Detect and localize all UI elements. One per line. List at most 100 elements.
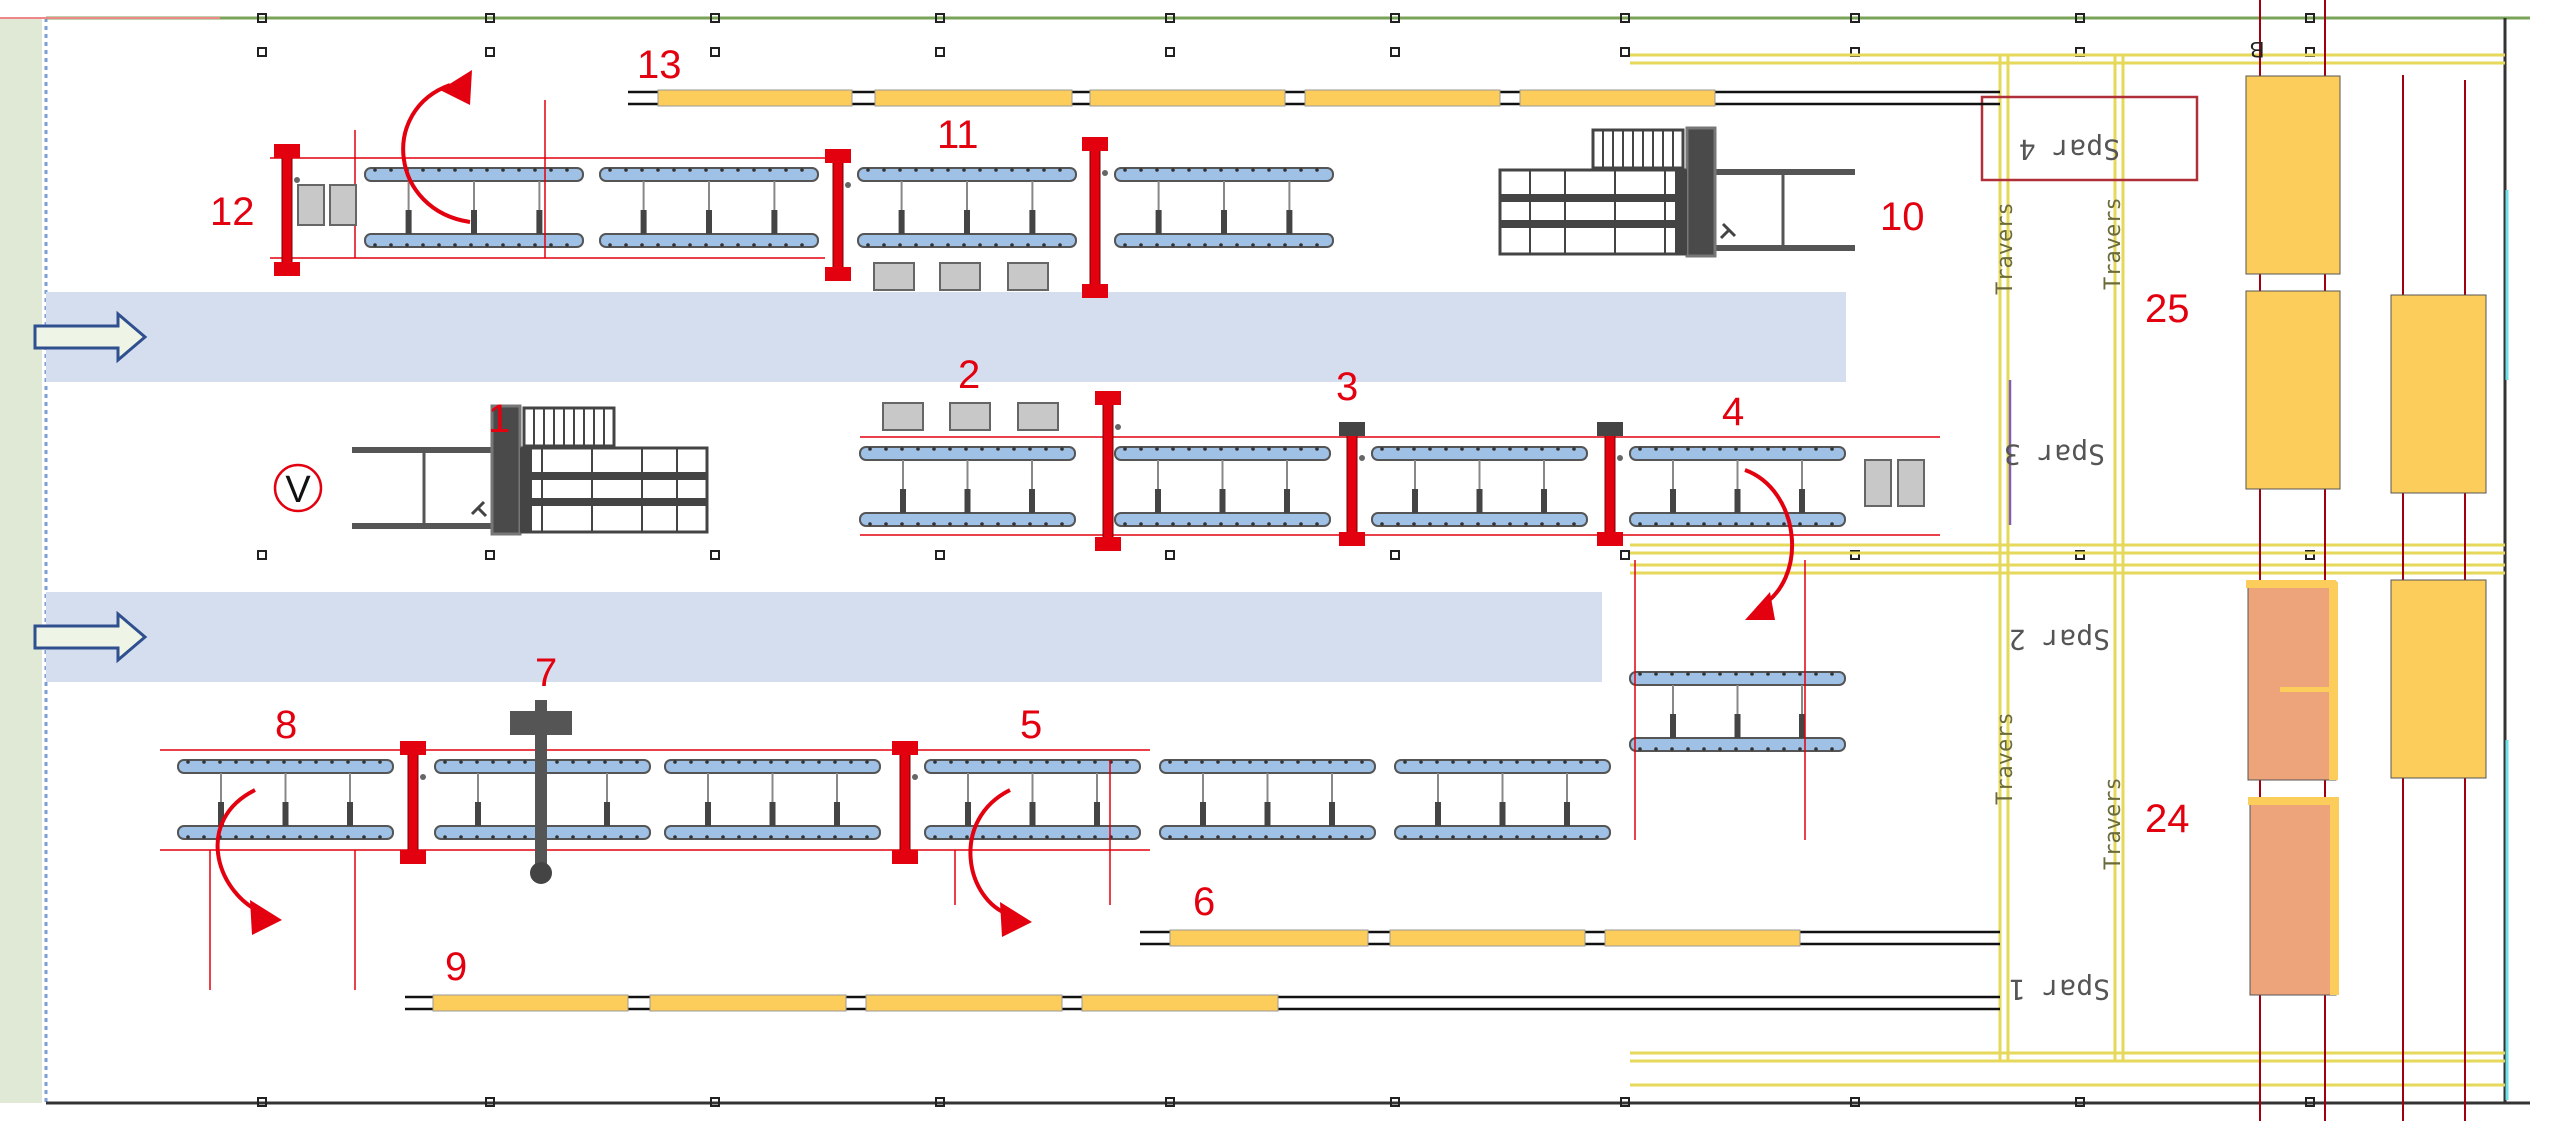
roller [1344, 835, 1348, 839]
roller [1798, 672, 1802, 676]
station-label-4: 4 [1722, 390, 1744, 434]
gantry-end [1082, 137, 1108, 151]
roller [1061, 760, 1065, 764]
roller [1638, 672, 1642, 676]
roller [1200, 835, 1204, 839]
roller [1155, 447, 1159, 451]
press-machine [1498, 126, 1855, 258]
column-marker [2305, 550, 2315, 560]
roller [705, 760, 709, 764]
roller [1451, 835, 1455, 839]
gantry-crane [400, 741, 426, 864]
roller [1483, 835, 1487, 839]
roller [1814, 672, 1818, 676]
roller [1171, 522, 1175, 526]
gantry-crane [1082, 137, 1108, 298]
roller [608, 168, 612, 172]
column-marker [710, 13, 720, 23]
roller [1232, 835, 1236, 839]
gantry-end [400, 850, 426, 864]
roller [882, 243, 886, 247]
roller [1012, 447, 1016, 451]
track-carriage [865, 994, 1063, 1012]
roller [1010, 243, 1014, 247]
roller [202, 760, 206, 764]
roller [1139, 447, 1143, 451]
roller [1203, 447, 1207, 451]
post-base [1219, 489, 1226, 513]
roller [785, 835, 789, 839]
column-marker [1620, 550, 1630, 560]
machines [352, 126, 1855, 536]
roller [1531, 760, 1535, 764]
roller [389, 243, 393, 247]
roller [1686, 747, 1690, 751]
roller [1187, 168, 1191, 172]
roller [949, 760, 953, 764]
post-base [1094, 802, 1100, 826]
roller [1219, 447, 1223, 451]
roller [1766, 672, 1770, 676]
roller [1782, 522, 1786, 526]
conveyor-module [177, 759, 394, 840]
roller [1267, 447, 1271, 451]
roller [1171, 243, 1175, 247]
roller [1435, 835, 1439, 839]
roller [1654, 672, 1658, 676]
gantry-beam [899, 746, 911, 859]
post-base [965, 802, 971, 826]
roller [421, 168, 425, 172]
track-carriage [657, 89, 853, 107]
roller [673, 835, 677, 839]
station-label-11: 11 [937, 113, 979, 157]
gantry-end [1597, 532, 1623, 546]
roller [1483, 760, 1487, 764]
post-base [834, 802, 840, 826]
post-base [347, 802, 353, 826]
roller [1718, 747, 1722, 751]
roller [849, 835, 853, 839]
rack-edge [2330, 797, 2339, 995]
roller [218, 760, 222, 764]
roller [965, 835, 969, 839]
roller [1403, 835, 1407, 839]
roller [656, 243, 660, 247]
gantry-beam [1102, 396, 1114, 546]
roller [1026, 243, 1030, 247]
roller [640, 168, 644, 172]
roller [1315, 168, 1319, 172]
roller [587, 835, 591, 839]
roller [1123, 168, 1127, 172]
column-marker [935, 13, 945, 23]
roller [1251, 243, 1255, 247]
roller [587, 760, 591, 764]
column-marker [1165, 13, 1175, 23]
pallet [1017, 402, 1059, 431]
roller [1219, 243, 1223, 247]
column-marker [1165, 47, 1175, 57]
column-marker [257, 13, 267, 23]
roller [1315, 522, 1319, 526]
roller [1830, 747, 1834, 751]
roller [1216, 760, 1220, 764]
post-base [1029, 210, 1036, 234]
machine-side [1675, 170, 1687, 254]
roller [980, 447, 984, 451]
roller [1296, 760, 1300, 764]
roller [1171, 447, 1175, 451]
roller [1312, 760, 1316, 764]
roller [1219, 168, 1223, 172]
roller [405, 243, 409, 247]
post-base [898, 210, 905, 234]
track-carriage [1389, 929, 1586, 947]
roller [202, 835, 206, 839]
roller [1540, 522, 1544, 526]
gantry-wheel [1115, 424, 1121, 430]
roller [491, 835, 495, 839]
roller [1344, 760, 1348, 764]
roller [453, 243, 457, 247]
roller [298, 835, 302, 839]
roller [1029, 760, 1033, 764]
pallet [297, 184, 325, 226]
roller [1460, 522, 1464, 526]
